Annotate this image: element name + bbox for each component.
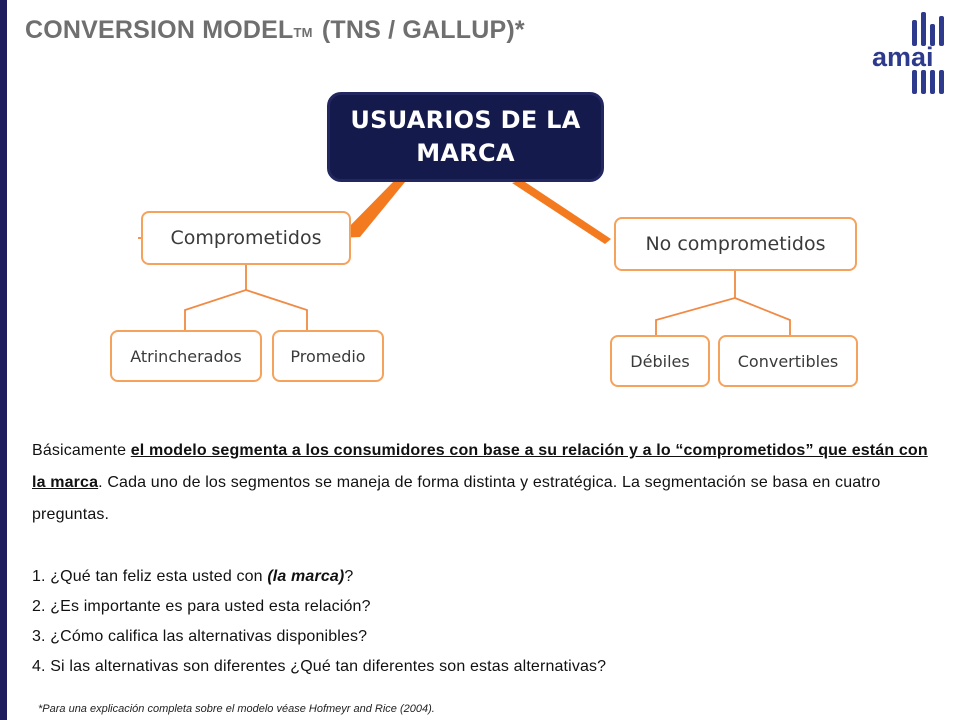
question-emphasis: (la marca) — [267, 568, 345, 585]
body-rest: . Cada uno de los segmentos se maneja de… — [32, 474, 881, 523]
question-1: 1. ¿Qué tan feliz esta usted con (la mar… — [32, 562, 937, 592]
connector-to-promedio — [245, 289, 308, 330]
question-text: 2. ¿Es importante es para usted esta rel… — [32, 598, 371, 615]
conversion-model-diagram: USUARIOS DE LA MARCA Comprometidos No co… — [110, 92, 858, 387]
node-usuarios-de-la-marca: USUARIOS DE LA MARCA — [327, 92, 604, 182]
question-text: 4. Si las alternativas son diferentes ¿Q… — [32, 658, 607, 675]
node-convertibles: Convertibles — [718, 335, 858, 387]
node-atrincherados: Atrincherados — [110, 330, 262, 382]
footnote: *Para una explicación completa sobre el … — [38, 703, 435, 715]
connector-root-to-comprometidos — [338, 180, 405, 238]
left-accent-bar — [0, 0, 7, 720]
node-debiles: Débiles — [610, 335, 710, 387]
node-comprometidos: Comprometidos — [141, 211, 351, 265]
diagram-connectors — [138, 180, 791, 335]
question-text: 3. ¿Cómo califica las alternativas dispo… — [32, 628, 368, 645]
body-paragraph: Básicamente el modelo segmenta a los con… — [32, 435, 937, 531]
question-text: 1. ¿Qué tan feliz esta usted con — [32, 568, 268, 585]
logo-wordmark: amai — [872, 42, 934, 72]
node-no-comprometidos: No comprometidos — [614, 217, 857, 271]
body-intro: Básicamente — [32, 442, 131, 459]
question-3: 3. ¿Cómo califica las alternativas dispo… — [32, 622, 937, 652]
body-emphasis: el modelo segmenta a los consumidores co… — [32, 442, 928, 491]
root-line-1: USUARIOS DE LA — [350, 106, 581, 134]
question-2: 2. ¿Es importante es para usted esta rel… — [32, 592, 937, 622]
connector-to-atrincherados — [184, 265, 247, 330]
page-title: CONVERSION MODELTM (TNS / GALLUP)* — [25, 16, 525, 45]
connector-root-to-no-comprometidos — [512, 180, 611, 244]
question-4: 4. Si las alternativas son diferentes ¿Q… — [32, 652, 937, 682]
connector-to-debiles — [655, 271, 736, 335]
node-promedio: Promedio — [272, 330, 384, 382]
title-main: CONVERSION MODEL — [25, 16, 294, 44]
title-rest: (TNS / GALLUP)* — [314, 16, 525, 44]
connector-to-convertibles — [734, 297, 791, 335]
question-tail: ? — [344, 568, 354, 585]
amai-logo: amai — [872, 12, 944, 94]
questions-list: 1. ¿Qué tan feliz esta usted con (la mar… — [32, 562, 937, 682]
root-line-2: MARCA — [416, 139, 515, 167]
trademark-symbol: TM — [293, 25, 313, 40]
